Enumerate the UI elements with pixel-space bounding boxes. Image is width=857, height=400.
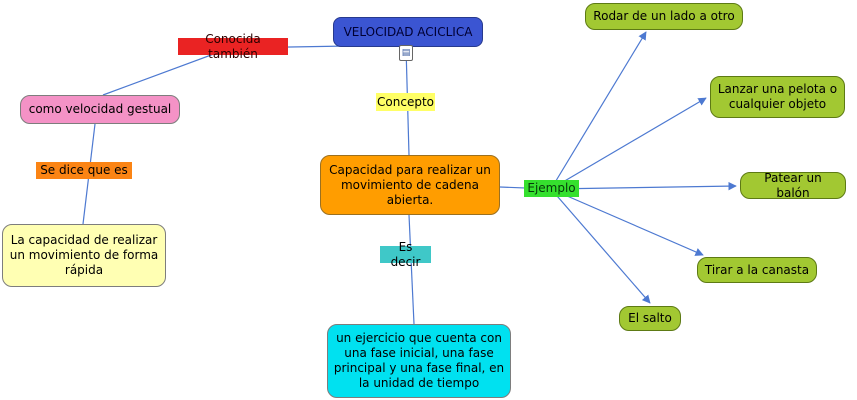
edge-ejemplo-patear [550,181,737,191]
link-ejemplo[interactable]: Ejemplo [524,180,579,197]
example-tirar[interactable]: Tirar a la canasta [697,257,817,283]
resource-attachment-icon[interactable]: ▤ [399,45,413,61]
link-concepto[interactable]: Concepto [376,93,435,111]
example-lanzar[interactable]: Lanzar una pelota o cualquier objeto [710,76,845,118]
concept-ejercicio-fases[interactable]: un ejercicio que cuenta con una fase ini… [327,324,511,398]
concept-cadena-abierta[interactable]: Capacidad para realizar un movimiento de… [320,155,500,215]
example-rodar[interactable]: Rodar de un lado a otro [585,3,743,30]
concept-capacidad-forma-rapida[interactable]: La capacidad de realizar un movimiento d… [2,224,166,287]
link-conocida-tambien[interactable]: Conocida también [178,32,288,61]
example-patear[interactable]: Patear un balón [740,171,846,200]
concept-velocidad-aciclica[interactable]: VELOCIDAD ACICLICA [333,17,483,47]
link-es-decir[interactable]: Es decir [380,240,431,269]
example-salto[interactable]: El salto [619,306,681,331]
edge-cadena-ejercicio [408,214,415,325]
link-se-dice-que-es[interactable]: Se dice que es [36,162,132,179]
concept-velocidad-gestual[interactable]: como velocidad gestual [20,95,180,124]
edge-ejemplo-lanzar [550,97,707,190]
edge-ejemplo-tirar [550,188,704,256]
edge-ejemplo-rodar [550,31,647,190]
edge-ejemplo-salto [550,188,651,304]
